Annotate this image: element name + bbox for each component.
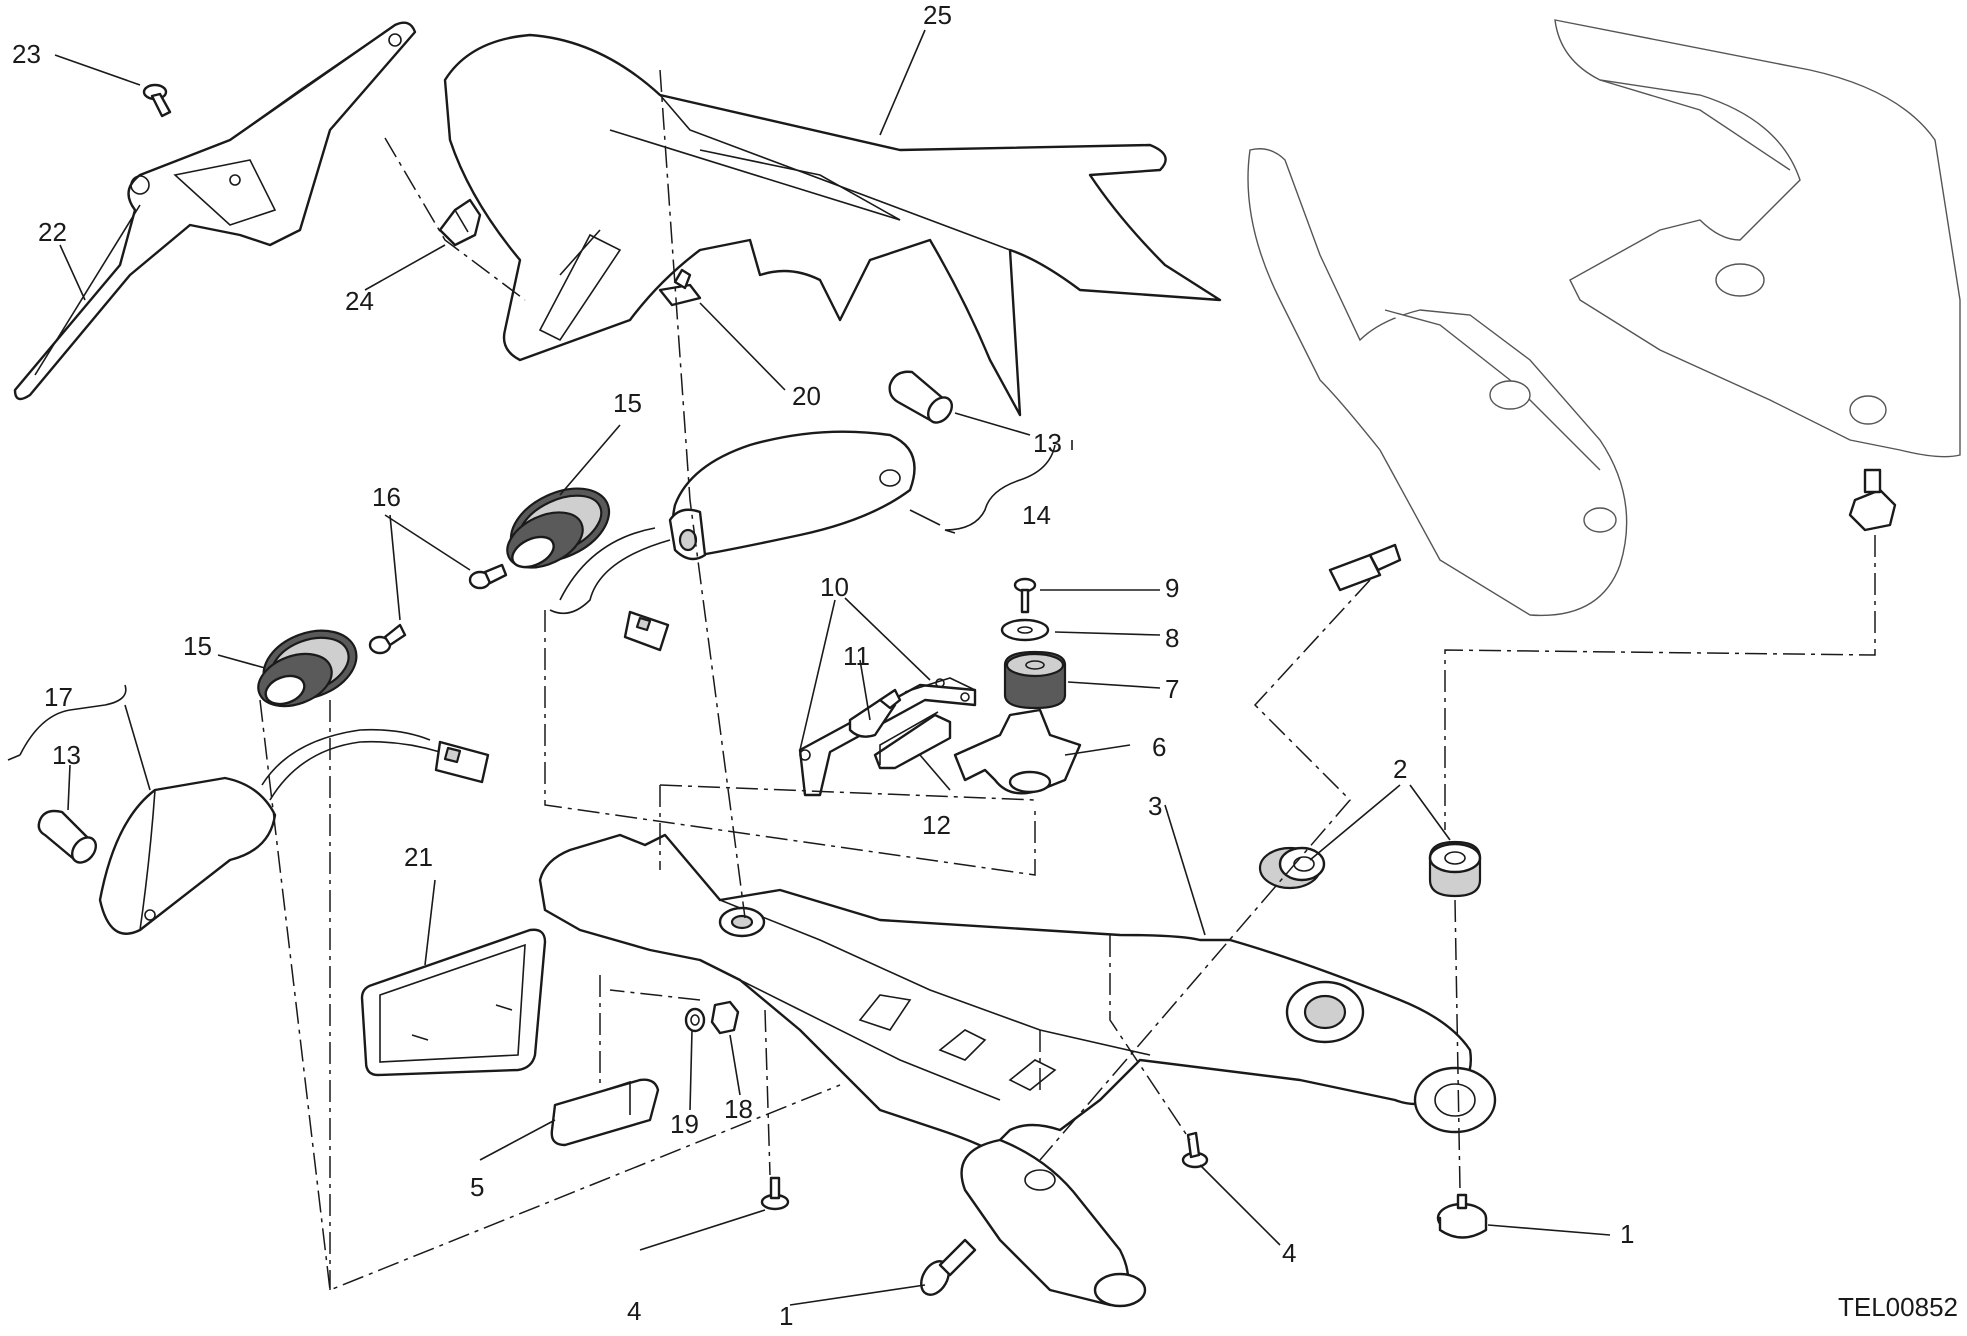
callout-3: 3 xyxy=(1148,791,1162,821)
callout-15-upper: 15 xyxy=(613,388,642,418)
callout-24: 24 xyxy=(345,286,374,316)
ghost-side-panel-left xyxy=(1247,148,1628,617)
callout-17: 17 xyxy=(44,682,73,712)
part-15-grommet-upper xyxy=(506,487,611,569)
callout-12: 12 xyxy=(922,810,951,840)
panel-bolt-left xyxy=(1328,543,1402,592)
part-17-left-indicator xyxy=(98,728,490,935)
part-24-clip xyxy=(438,198,482,247)
assembly-lines xyxy=(259,69,1876,1292)
part-3-rear-subframe xyxy=(538,833,1497,1308)
part-6-mount-bracket xyxy=(953,708,1082,795)
callout-1-center: 1 xyxy=(779,1301,793,1331)
leader-lines xyxy=(7,29,1611,1306)
part-13-bulb-lower xyxy=(37,809,98,864)
callout-4-right: 4 xyxy=(1282,1238,1296,1268)
part-12-bulb-holder xyxy=(873,711,952,770)
part-15-grommet-lower xyxy=(257,629,358,708)
panel-nut-right xyxy=(1848,468,1897,532)
drawing-code: TEL00852 xyxy=(1838,1292,1958,1322)
callout-1-right: 1 xyxy=(1620,1219,1634,1249)
callout-13-lower: 13 xyxy=(52,740,81,770)
part-2-grommet-a xyxy=(1258,846,1326,890)
part-11-bulb xyxy=(848,688,902,738)
callout-19: 19 xyxy=(670,1109,699,1139)
callout-21: 21 xyxy=(404,842,433,872)
callout-14: 14 xyxy=(1022,500,1051,530)
part-19-washer xyxy=(684,1007,706,1033)
part-13-bulb-upper xyxy=(888,370,954,424)
callout-8: 8 xyxy=(1165,623,1179,653)
callout-5: 5 xyxy=(470,1172,484,1202)
callout-25: 25 xyxy=(923,0,952,30)
callout-9: 9 xyxy=(1165,573,1179,603)
part-7-rubber-bush xyxy=(1003,650,1067,710)
part-5-cover xyxy=(550,1078,660,1147)
part-1-bolt-right xyxy=(1436,1193,1488,1239)
ghost-side-panel-right xyxy=(1554,19,1961,458)
callout-2: 2 xyxy=(1393,754,1407,784)
part-20-nut-clip xyxy=(658,268,702,307)
part-16-screw-b xyxy=(368,623,407,655)
part-1-bolt-center xyxy=(920,1238,977,1296)
part-9-screw xyxy=(1013,577,1037,614)
part-4-screw-left xyxy=(760,1176,790,1211)
part-14-right-indicator xyxy=(549,430,916,652)
callout-22: 22 xyxy=(38,217,67,247)
callout-4-left: 4 xyxy=(627,1296,641,1326)
callout-13-upper: 13 xyxy=(1033,428,1062,458)
callout-6: 6 xyxy=(1152,732,1166,762)
part-8-washer xyxy=(1000,618,1050,642)
part-16-screw-a xyxy=(468,563,508,590)
part-25-tail-cover xyxy=(443,33,1222,417)
part-22-plate-bracket xyxy=(13,21,417,401)
part-21-reflector xyxy=(360,928,547,1077)
callout-23: 23 xyxy=(12,39,41,69)
part-4-screw-right xyxy=(1181,1131,1209,1169)
part-18-nut xyxy=(710,1000,740,1035)
callout-16: 16 xyxy=(372,482,401,512)
callout-15-lower: 15 xyxy=(183,631,212,661)
callout-labels: 23 22 24 25 20 13 14 15 16 15 17 13 9 8 … xyxy=(12,0,1634,1331)
part-23-screw xyxy=(142,83,172,118)
callout-7: 7 xyxy=(1165,674,1179,704)
callout-20: 20 xyxy=(792,381,821,411)
callout-11: 11 xyxy=(843,641,870,671)
callout-18: 18 xyxy=(724,1094,753,1124)
part-2-grommet-b xyxy=(1428,840,1482,898)
callout-10: 10 xyxy=(820,572,849,602)
